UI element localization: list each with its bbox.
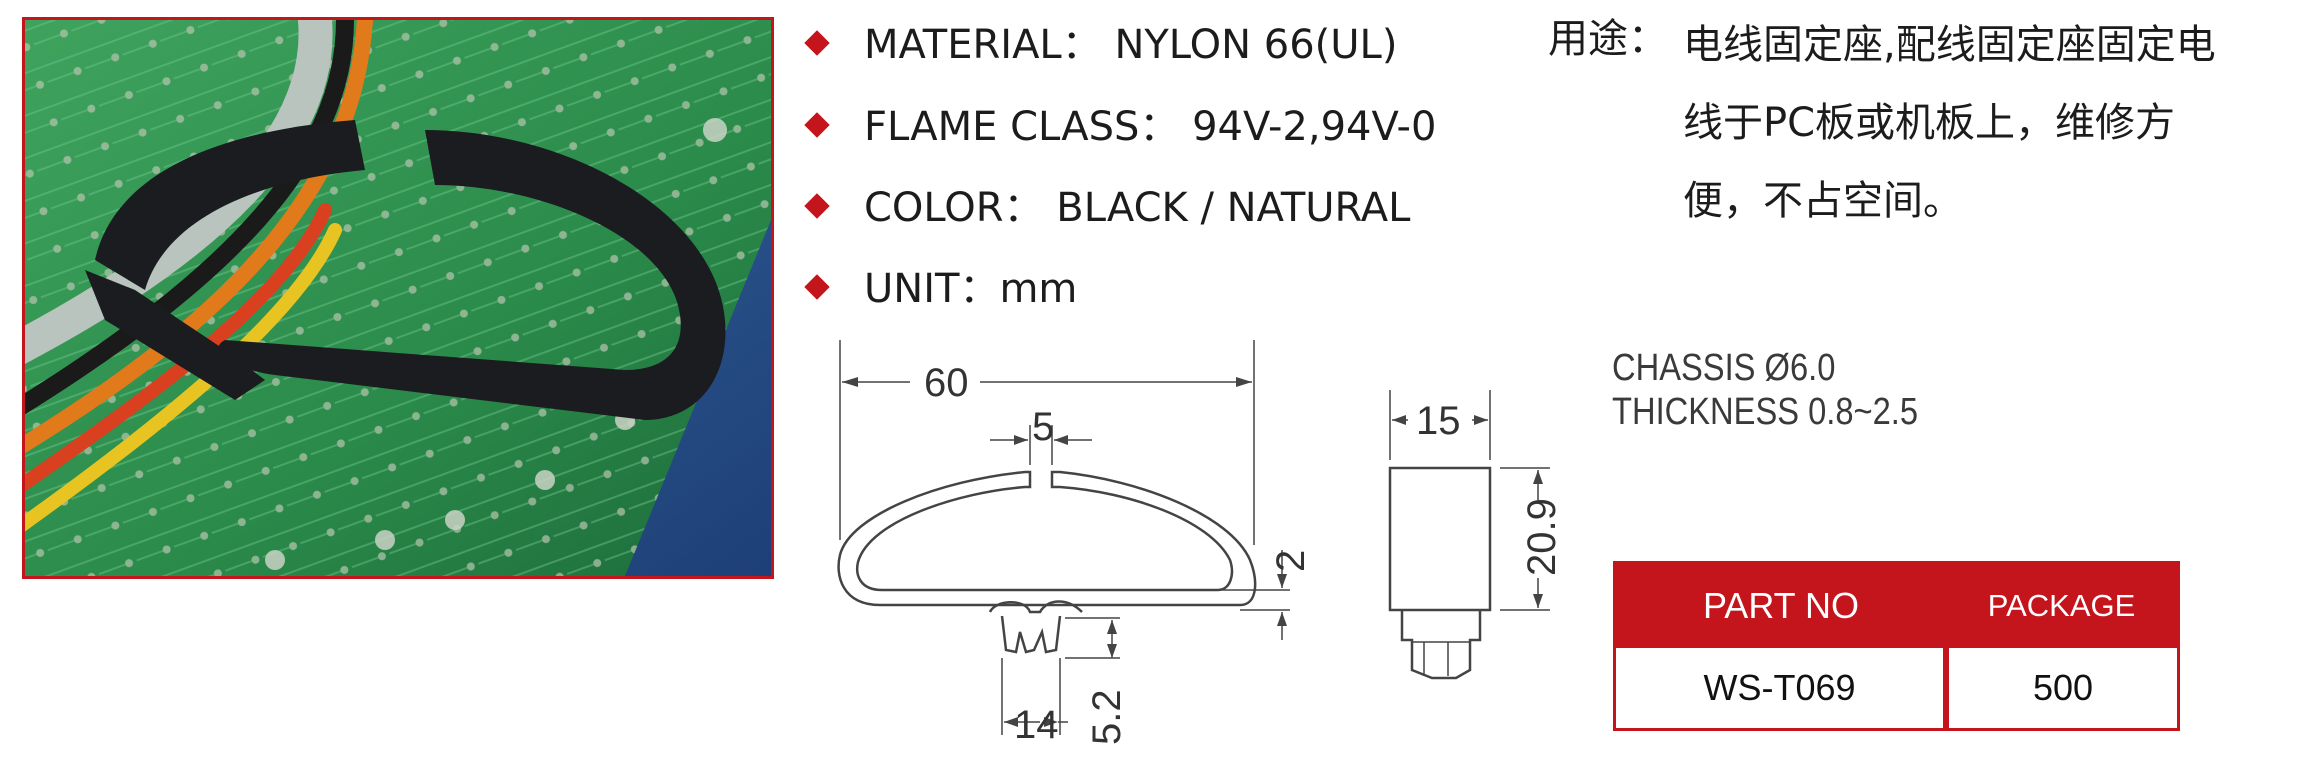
usage-line: 线于PC板或机板上，维修方: [1683, 100, 2176, 146]
dim-side-width: 15: [1416, 399, 1461, 443]
spec-value: NYLON 66(UL): [1114, 22, 1398, 68]
dim-clip-width: 14: [1014, 703, 1059, 747]
table-header: [1616, 564, 2177, 648]
spec-unit: UNIT：mm: [800, 256, 1077, 314]
spec-flame-class: FLAME CLASS： 94V-2,94V-0: [800, 94, 1436, 152]
header-package: PACKAGE: [1987, 588, 2136, 623]
cell-package: 500: [2032, 667, 2094, 708]
dimension-drawing: 60 5 14 2 5.2 15 20.9: [837, 340, 1560, 747]
table-divider: [1943, 648, 1949, 728]
chassis-thickness: THICKNESS 0.8~2.5: [1612, 391, 1919, 433]
spec-label: MATERIAL：: [864, 22, 1102, 68]
bullet-icon: [804, 30, 830, 56]
dim-wall: 2: [1269, 550, 1313, 572]
usage-label: 用途：: [1548, 16, 1668, 62]
part-table: PART NO PACKAGE WS-T069 500: [1613, 561, 2180, 731]
usage-line: 电线固定座,配线固定座固定电: [1683, 22, 2216, 68]
dim-overall-width: 60: [924, 361, 969, 405]
spec-value: mm: [999, 266, 1078, 312]
bullet-icon: [804, 274, 830, 300]
cell-part-no: WS-T069: [1703, 667, 1856, 708]
spec-color: COLOR： BLACK / NATURAL: [800, 175, 1410, 233]
bullet-icon: [804, 193, 830, 219]
spec-label: FLAME CLASS：: [864, 104, 1180, 150]
chassis-diameter: CHASSIS Ø6.0: [1612, 347, 1836, 389]
dim-clip-height: 5.2: [1085, 689, 1129, 745]
chassis-info: CHASSIS Ø6.0 THICKNESS 0.8~2.5: [1612, 346, 1918, 434]
spec-label: COLOR：: [864, 185, 1044, 231]
spec-label: UNIT：: [864, 266, 1000, 312]
header-part-no: PART NO: [1702, 585, 1860, 626]
usage-description: 电线固定座,配线固定座固定电 线于PC板或机板上，维修方 便，不占空间。: [1683, 6, 2303, 240]
spec-material: MATERIAL： NYLON 66(UL): [800, 12, 1397, 70]
dim-side-height: 20.9: [1520, 498, 1560, 576]
product-photo: [22, 17, 774, 579]
bullet-icon: [804, 112, 830, 138]
usage-line: 便，不占空间。: [1683, 178, 1963, 224]
spec-value: BLACK / NATURAL: [1056, 185, 1411, 231]
spec-value: 94V-2,94V-0: [1192, 104, 1437, 150]
dim-gap: 5: [1032, 405, 1054, 449]
